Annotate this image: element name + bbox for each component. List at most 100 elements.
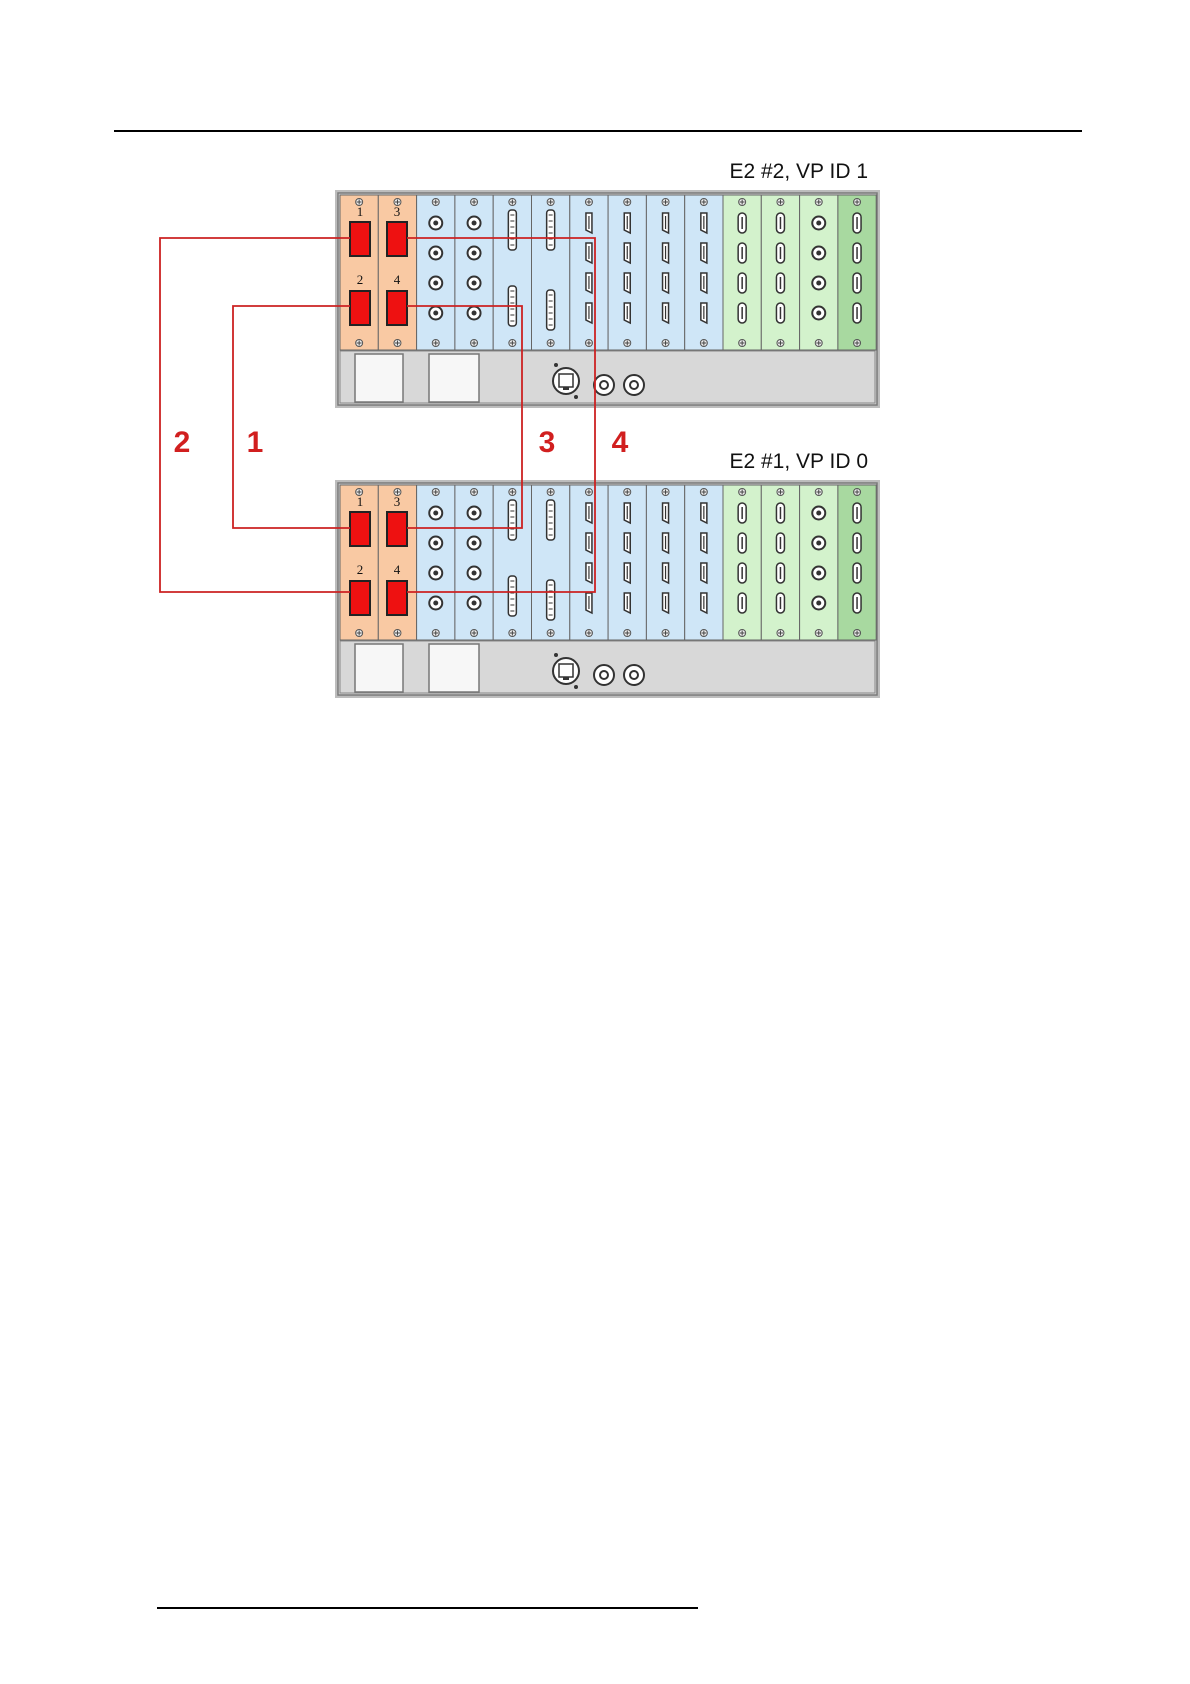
bnc-connector-icon — [468, 537, 481, 550]
screw-icon — [624, 489, 631, 496]
input-card — [570, 485, 608, 640]
screw-icon — [700, 199, 707, 206]
input-card — [646, 485, 684, 640]
screw-icon — [700, 630, 707, 637]
input-card — [493, 195, 531, 350]
bnc-connector-icon — [812, 597, 825, 610]
screw-icon — [777, 630, 784, 637]
screw-icon — [624, 340, 631, 347]
displayport-connector-icon — [701, 273, 707, 293]
sfp-port-icon — [350, 291, 370, 325]
screw-icon — [547, 630, 554, 637]
input-card — [608, 485, 646, 640]
displayport-connector-icon — [701, 303, 707, 323]
displayport-connector-icon — [586, 303, 592, 323]
screw-icon — [854, 340, 861, 347]
bnc-connector-icon — [468, 597, 481, 610]
link-port-number: 2 — [357, 272, 364, 287]
displayport-connector-icon — [624, 273, 630, 293]
link-port-number: 1 — [357, 204, 364, 219]
displayport-connector-icon — [663, 593, 669, 613]
link-port-number: 4 — [394, 562, 401, 577]
screw-icon — [509, 630, 516, 637]
input-card — [532, 195, 570, 350]
cable-label-2: 2 — [174, 426, 191, 459]
chassis-bottom: 1324 — [335, 480, 880, 698]
bnc-connector-icon — [429, 537, 442, 550]
screw-icon — [624, 199, 631, 206]
screw-icon — [509, 340, 516, 347]
screw-icon — [509, 199, 516, 206]
displayport-connector-icon — [701, 243, 707, 263]
hdmi-connector-icon — [738, 533, 746, 553]
displayport-connector-icon — [624, 303, 630, 323]
bnc-connector-icon — [812, 507, 825, 520]
dvi-connector-icon — [547, 580, 555, 620]
dvi-connector-icon — [508, 210, 516, 250]
screw-icon — [854, 489, 861, 496]
input-card — [646, 195, 684, 350]
link-port-number: 1 — [357, 494, 364, 509]
screw-icon — [777, 199, 784, 206]
screw-icon — [356, 630, 363, 637]
sfp-port-icon — [387, 581, 407, 615]
screw-icon — [394, 340, 401, 347]
dvi-connector-icon — [508, 576, 516, 616]
screw-icon — [777, 340, 784, 347]
screw-icon — [815, 489, 822, 496]
screw-icon — [739, 199, 746, 206]
hdmi-connector-icon — [738, 213, 746, 233]
hdmi-connector-icon — [853, 243, 861, 263]
output-card — [723, 485, 761, 640]
blank-slot — [355, 354, 403, 402]
power-connector-icon — [624, 665, 644, 685]
screw-icon — [547, 489, 554, 496]
screw-icon — [471, 630, 478, 637]
bnc-connector-icon — [812, 537, 825, 550]
hdmi-connector-icon — [776, 563, 784, 583]
displayport-connector-icon — [663, 243, 669, 263]
hdmi-connector-icon — [738, 273, 746, 293]
bnc-connector-icon — [429, 247, 442, 260]
displayport-connector-icon — [624, 533, 630, 553]
screw-icon — [547, 199, 554, 206]
displayport-connector-icon — [586, 243, 592, 263]
bnc-connector-icon — [468, 277, 481, 290]
screw-icon — [356, 340, 363, 347]
displayport-connector-icon — [624, 563, 630, 583]
cable-label-4: 4 — [612, 426, 629, 459]
output-card — [800, 485, 838, 640]
link-port-number: 2 — [357, 562, 364, 577]
output-card — [761, 485, 799, 640]
screw-icon — [585, 489, 592, 496]
displayport-connector-icon — [586, 563, 592, 583]
sfp-port-icon — [387, 222, 407, 256]
screw-icon — [700, 340, 707, 347]
dvi-connector-icon — [547, 500, 555, 540]
input-card — [417, 485, 455, 640]
displayport-connector-icon — [663, 213, 669, 233]
sfp-port-icon — [350, 222, 370, 256]
screw-icon — [739, 489, 746, 496]
input-card — [493, 485, 531, 640]
bnc-connector-icon — [468, 507, 481, 520]
chassis-label-top: E2 #2, VP ID 1 — [729, 160, 868, 183]
screw-icon — [585, 630, 592, 637]
displayport-connector-icon — [663, 533, 669, 553]
input-card — [455, 195, 493, 350]
displayport-connector-icon — [624, 243, 630, 263]
screw-icon — [662, 199, 669, 206]
screw-icon — [585, 199, 592, 206]
screw-icon — [854, 199, 861, 206]
displayport-connector-icon — [663, 563, 669, 583]
displayport-connector-icon — [586, 273, 592, 293]
displayport-connector-icon — [701, 503, 707, 523]
sfp-port-icon — [350, 581, 370, 615]
dvi-connector-icon — [508, 500, 516, 540]
bnc-connector-icon — [468, 307, 481, 320]
bnc-connector-icon — [429, 567, 442, 580]
displayport-connector-icon — [586, 503, 592, 523]
cable — [233, 306, 350, 528]
bnc-connector-icon — [812, 247, 825, 260]
screw-icon — [739, 340, 746, 347]
